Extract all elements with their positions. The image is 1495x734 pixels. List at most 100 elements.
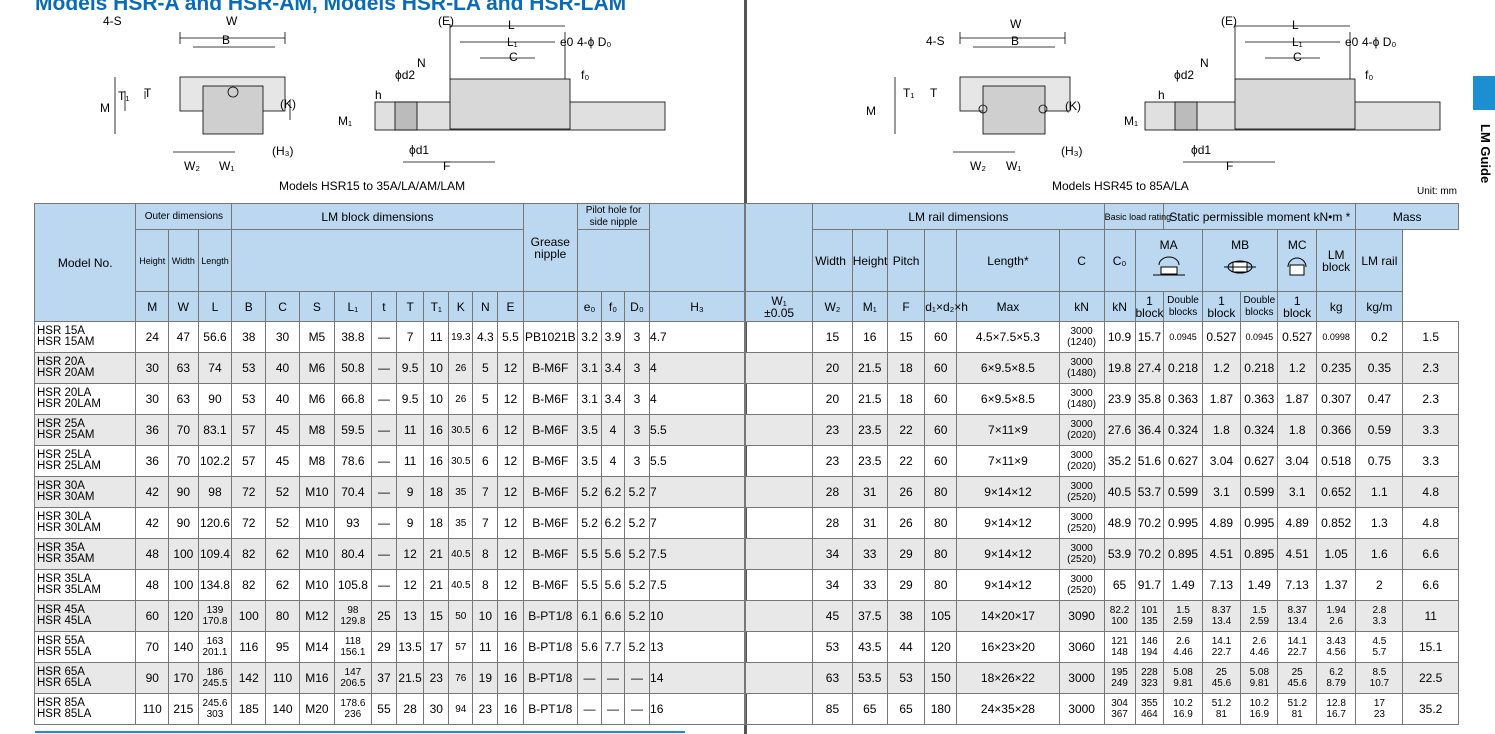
cell-line: (2020): [1067, 461, 1097, 472]
cell-line: 22.7: [1287, 647, 1307, 658]
cell-line: HSR 55A: [37, 635, 85, 647]
cell-f0: 6.6: [601, 600, 625, 632]
cell-mrail: 4.8: [1402, 476, 1459, 508]
header-outer-dimensions: Outer dimensions: [135, 203, 233, 230]
cell-line: 22.7: [1211, 647, 1232, 658]
dim-label-w2-r: W₂: [970, 159, 986, 173]
cell-e0: 5.5: [577, 569, 603, 601]
cell-mb1: 0.895: [1240, 538, 1279, 570]
header-mb: MB: [1201, 229, 1279, 292]
block-diagram-large: [894, 24, 1441, 163]
cell-line: 146: [1141, 636, 1158, 647]
cell-b: 82: [231, 569, 267, 601]
cell-line: 3000: [1070, 481, 1093, 492]
cell-line: 1.1: [1371, 484, 1388, 499]
cell-grease: B-M6F: [522, 352, 579, 384]
cell-d: 6×9.5×8.5: [956, 383, 1060, 415]
cell-b: 53: [231, 383, 267, 415]
cell-line: 51.6: [1137, 453, 1162, 468]
cell-m1: 26: [886, 507, 926, 539]
cell-blank: [744, 538, 814, 570]
header-blank-right: [744, 203, 814, 292]
cell-mc: 0.307: [1315, 383, 1357, 415]
cell-d0: 3: [623, 414, 651, 446]
cell-e: 12: [497, 383, 524, 415]
cell-c: 45: [265, 445, 300, 477]
cell-mrail: 6.6: [1402, 538, 1459, 570]
cell-line: 0.75: [1367, 453, 1392, 468]
cell-d0: 5.2: [623, 507, 651, 539]
cell-blank: [744, 569, 814, 601]
dim-label-l-r: L: [1292, 18, 1299, 32]
header-mc: MC: [1277, 229, 1317, 292]
cell-line: 93: [346, 515, 360, 530]
cell-d: 4.5×7.5×5.3: [956, 321, 1060, 353]
cell-f0: 7.7: [601, 631, 625, 663]
cell-c0: 35.8: [1134, 383, 1165, 415]
cell-line: 3060: [1068, 639, 1095, 654]
header-col-11: N: [472, 291, 499, 322]
cell-line: 147: [344, 667, 362, 678]
cell-s: M10: [298, 476, 335, 508]
header-col-13: e₀: [577, 291, 603, 322]
cell-mrail: 1.5: [1402, 321, 1459, 353]
dim-label-f-r: F: [1226, 159, 1234, 173]
cell-line: 53.9: [1107, 546, 1132, 561]
cell-line: HSR 25A: [37, 418, 85, 430]
section-side-label: LM Guide: [1478, 124, 1493, 184]
cell-line: 66.8: [341, 391, 365, 406]
cell-e0: 5.6: [577, 631, 603, 663]
dim-label-w1-r: W₁: [1006, 159, 1022, 173]
cell-n: 6: [472, 414, 499, 446]
header-static-moment: Static permissible moment kN•m *: [1163, 203, 1357, 230]
cell-w2: 33: [851, 569, 888, 601]
cell-c0: 27.4: [1134, 352, 1165, 384]
header-block-spacer: [231, 229, 524, 292]
cell-line: 3000: [1070, 543, 1093, 554]
cell-len: 3000(1480): [1058, 383, 1105, 415]
cell-blank: [744, 507, 814, 539]
header-grease-spacer: [522, 291, 579, 322]
cell-line: 2.6: [1252, 636, 1267, 647]
cell-mrail: 3.3: [1402, 445, 1459, 477]
cell-mrail: 35.2: [1402, 693, 1459, 725]
cell-m1: 29: [886, 569, 926, 601]
header-length: Length: [197, 229, 233, 292]
cell-t1: 10: [423, 383, 450, 415]
cell-grease: B-M6F: [522, 538, 579, 570]
dim-label-d0: 4-ϕ D₀: [577, 35, 612, 49]
cell-line: 0.324: [1244, 422, 1275, 437]
cell-line: 1.87: [1285, 391, 1309, 406]
cell-e0: 6.1: [577, 600, 603, 632]
cell-mc: 0.366: [1315, 414, 1357, 446]
cell-f: 80: [924, 538, 958, 570]
cell-ma1: 0.599: [1163, 476, 1203, 508]
cell-line: 1.3: [1371, 515, 1388, 530]
cell-line: 35.8: [1137, 391, 1162, 406]
cell-s: M8: [298, 414, 335, 446]
cell-b: 53: [231, 352, 267, 384]
cell-mblock: 0.75: [1355, 445, 1404, 477]
cell-w2: 43.5: [851, 631, 888, 663]
cell-f0: 5.6: [601, 538, 625, 570]
cell-m: 36: [135, 414, 170, 446]
cell-line: 245.5: [202, 678, 228, 689]
cell-line: 0.518: [1321, 453, 1352, 468]
cell-len: 3000(2520): [1058, 569, 1105, 601]
cell-line: 80.4: [341, 546, 365, 561]
cell-e0: 3.5: [577, 445, 603, 477]
cell-t: 11: [395, 445, 425, 477]
cell-line: (2520): [1067, 585, 1097, 596]
cell-grease: B-M6F: [522, 445, 579, 477]
header-rail-dimensions: LM rail dimensions: [812, 203, 1105, 230]
cell-m1: 53: [886, 662, 926, 694]
